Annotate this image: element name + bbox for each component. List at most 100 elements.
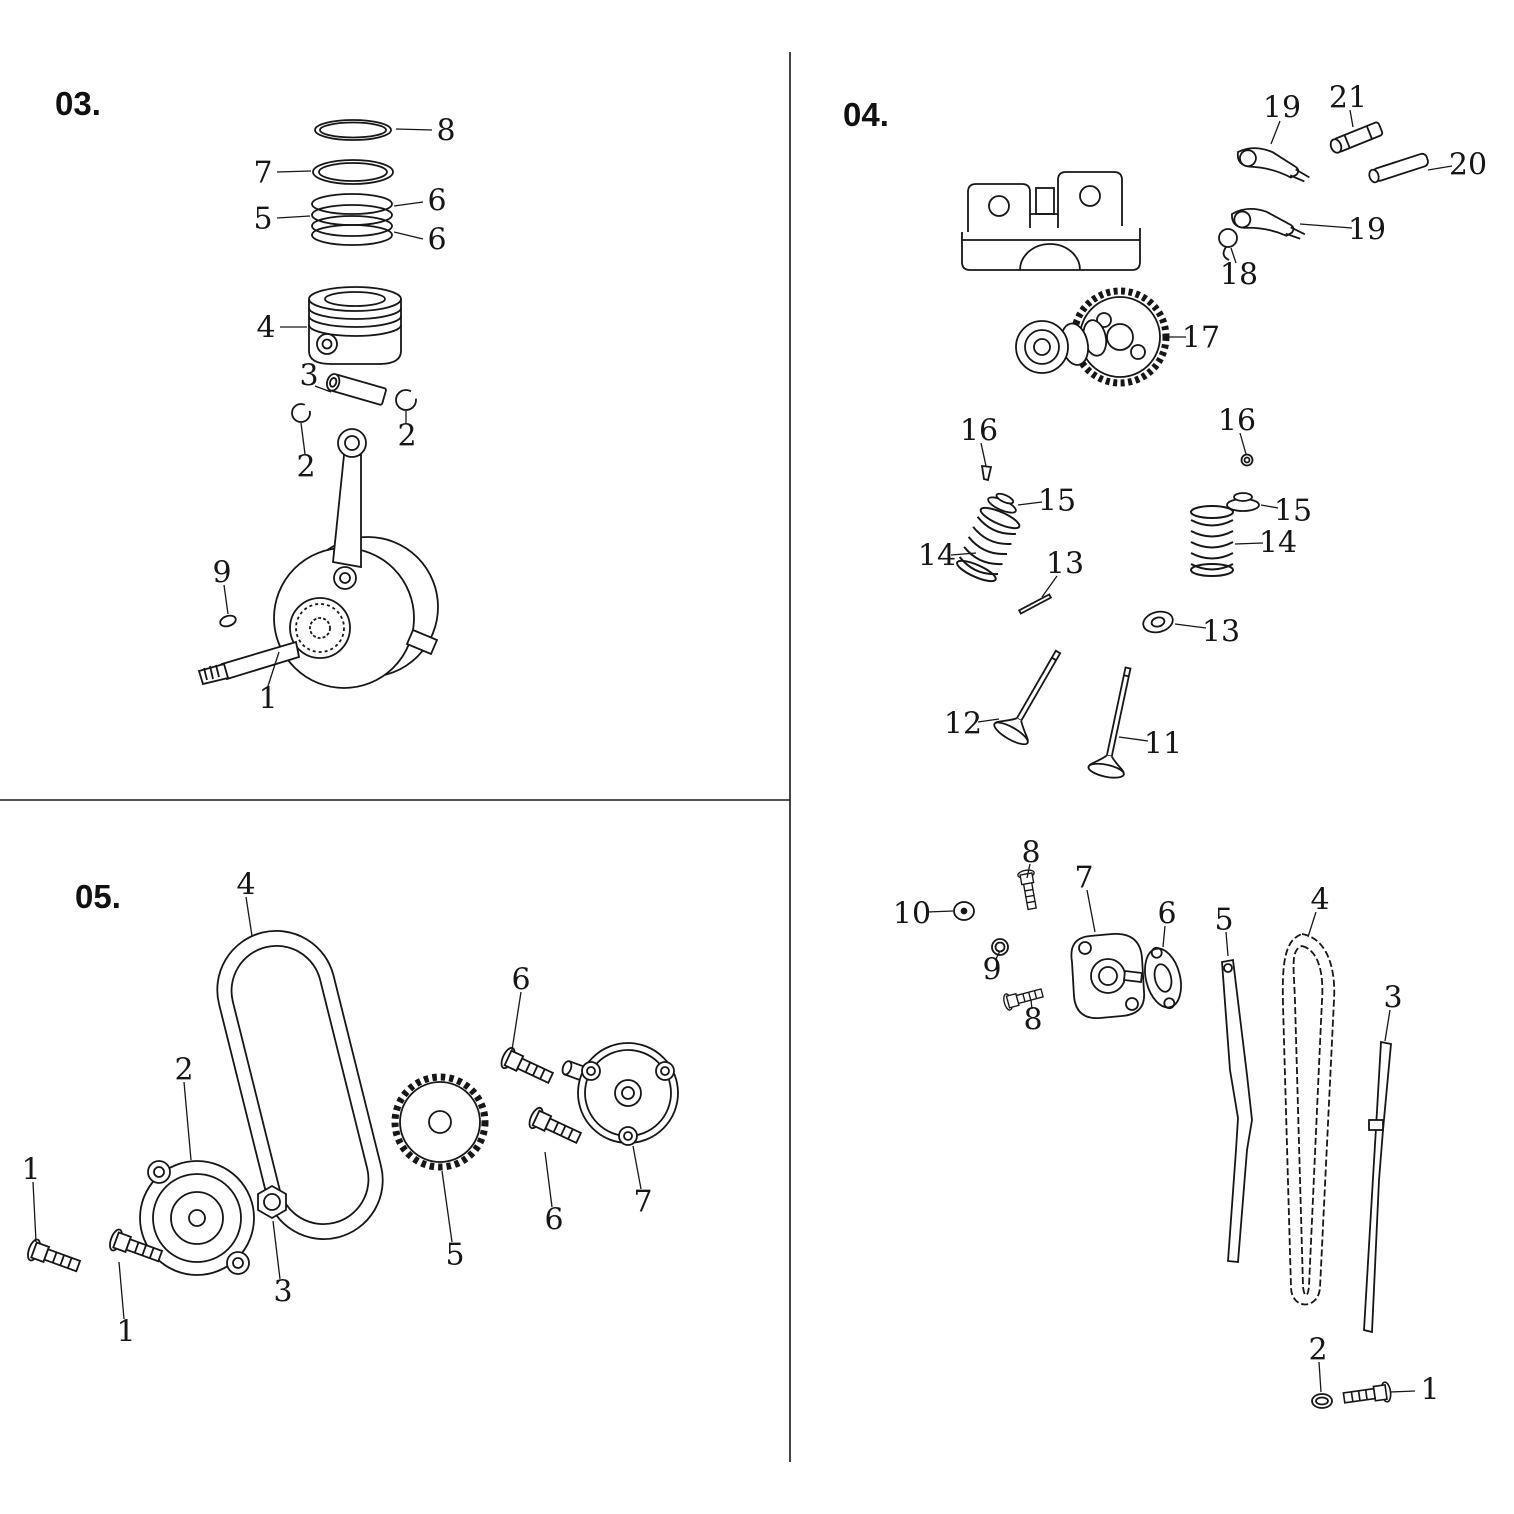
- camshaft-drawing: [1015, 287, 1170, 387]
- callout-leader-line: [276, 170, 312, 173]
- gasket-drawing: [1144, 946, 1182, 1010]
- callout-leader-line: [1384, 1009, 1391, 1042]
- sprocket-drawing: [391, 1073, 489, 1171]
- part-number-label-12: 12: [944, 707, 982, 742]
- part-number-label-13: 13: [1046, 547, 1084, 582]
- rocker-arm-drawing: [1229, 205, 1309, 241]
- callout-leader-line: [1318, 1361, 1322, 1393]
- part-number-label-14: 14: [1259, 526, 1297, 561]
- callout-leader-line: [1349, 109, 1354, 128]
- callout-leader-line: [118, 1261, 125, 1320]
- part-number-label-4: 4: [236, 868, 255, 903]
- callout-leader-line: [995, 950, 1001, 960]
- callout-leader-line: [926, 910, 954, 913]
- callout-leader-line: [977, 718, 1000, 723]
- callout-leader-line: [393, 231, 424, 240]
- part-number-label-5: 5: [445, 1238, 464, 1273]
- part-number-label-14: 14: [918, 539, 956, 574]
- belt-drawing: [216, 930, 384, 1240]
- chain-guide-drawing: [1221, 958, 1253, 1263]
- part-number-label-15: 15: [1038, 484, 1076, 519]
- part-number-label-16: 16: [960, 414, 998, 449]
- part-number-label-15: 15: [1274, 494, 1312, 529]
- callout-leader-line: [272, 1220, 281, 1280]
- part-number-label-3: 3: [299, 359, 318, 394]
- callout-leader-line: [32, 1181, 37, 1243]
- callout-leader-line: [393, 201, 424, 207]
- part-number-label-7: 7: [633, 1185, 652, 1220]
- part-number-label-19: 19: [1263, 91, 1301, 126]
- pump-assembly-drawing: [561, 1042, 679, 1146]
- tensioner-blade-drawing: [1363, 1040, 1392, 1334]
- callout-leader-line: [223, 584, 229, 615]
- nut-drawing: [257, 1184, 287, 1220]
- part-number-label-1: 1: [258, 682, 277, 717]
- callout-leader-line: [441, 1170, 453, 1243]
- callout-leader-line: [1041, 575, 1058, 598]
- part-number-label-6: 6: [544, 1203, 563, 1238]
- callout-leader-line: [395, 128, 433, 131]
- callout-leader-line: [1270, 120, 1281, 145]
- flange-bolt-drawing: [497, 1045, 557, 1089]
- part-number-label-6: 6: [511, 963, 530, 998]
- valve-train-drawing: [953, 121, 1429, 1409]
- tensioner-bolt-drawing: [1016, 868, 1041, 911]
- part-number-label-21: 21: [1329, 81, 1367, 116]
- part-number-label-2: 2: [296, 450, 315, 485]
- part-number-label-2: 2: [1308, 1333, 1327, 1368]
- callout-leader-line: [1086, 889, 1096, 933]
- part-number-label-1: 1: [1420, 1373, 1439, 1408]
- part-number-label-2: 2: [174, 1053, 193, 1088]
- part-number-label-8: 8: [436, 114, 455, 149]
- callout-leader-line: [1389, 1390, 1416, 1393]
- part-number-label-16: 16: [1218, 404, 1256, 439]
- part-number-label-1: 1: [21, 1153, 40, 1188]
- section-title-04: 04.: [843, 96, 889, 133]
- drawings: [24, 119, 1429, 1409]
- part-number-label-4: 4: [256, 311, 275, 346]
- callout-leader-line: [300, 422, 306, 455]
- section-title-05: 05.: [75, 878, 121, 915]
- part-number-label-9: 9: [212, 556, 231, 591]
- part-number-label-6: 6: [1157, 897, 1176, 932]
- callout-leader-line: [1030, 999, 1033, 1010]
- callout-leader-line: [276, 215, 311, 219]
- part-number-label-9: 9: [982, 953, 1001, 988]
- valve-spring-drawing: [1190, 505, 1234, 577]
- flange-bolt-drawing: [24, 1237, 83, 1278]
- part-number-label-5: 5: [1214, 903, 1233, 938]
- callout-leader-line: [511, 991, 522, 1051]
- callout-leader-line: [1307, 911, 1317, 938]
- part-number-label-6: 6: [427, 223, 446, 258]
- part-number-label-17: 17: [1182, 321, 1220, 356]
- callout-leader-line: [1234, 542, 1264, 545]
- callout-leader-line: [1174, 623, 1207, 629]
- callout-leader-line: [1225, 931, 1229, 957]
- chain-tensioner-drawing: [1070, 933, 1145, 1019]
- part-number-label-7: 7: [253, 156, 272, 191]
- part-number-label-2: 2: [397, 419, 416, 454]
- part-number-label-10: 10: [893, 897, 931, 932]
- part-number-label-7: 7: [1074, 861, 1093, 896]
- part-number-label-1: 1: [116, 1315, 135, 1350]
- part-number-label-3: 3: [273, 1275, 292, 1310]
- part-number-label-20: 20: [1449, 148, 1487, 183]
- pump-body-drawing: [139, 1160, 255, 1276]
- callout-leader-line: [1162, 925, 1166, 948]
- dowel-pin-drawing: [1368, 152, 1429, 184]
- callout-leader-line: [1427, 165, 1453, 171]
- section-title-03: 03.: [55, 85, 101, 122]
- callout-leader-line: [950, 552, 977, 556]
- callout-leader-line: [632, 1145, 642, 1190]
- callout-leader-line: [1026, 863, 1031, 879]
- rocker-shaft-drawing: [1329, 121, 1384, 154]
- part-number-label-3: 3: [1383, 981, 1402, 1016]
- part-number-label-18: 18: [1220, 258, 1258, 293]
- part-number-label-8: 8: [1021, 836, 1040, 871]
- mount-bolt-drawing: [1341, 1380, 1393, 1409]
- part-number-label-5: 5: [253, 202, 272, 237]
- cam-chain-drawing: [1281, 933, 1336, 1306]
- callout-leader-line: [314, 385, 332, 393]
